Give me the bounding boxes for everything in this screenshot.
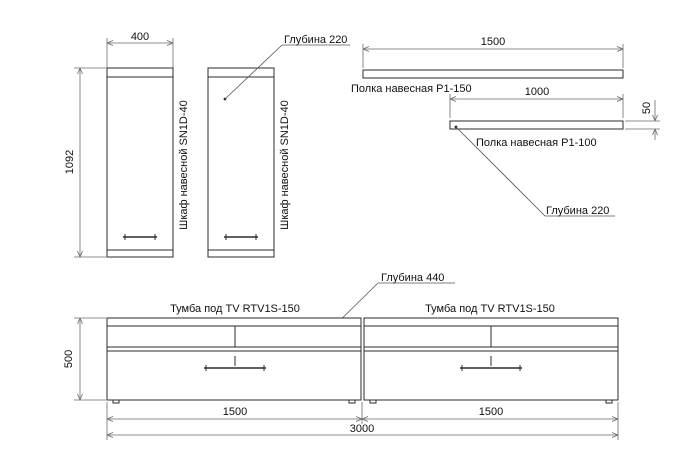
cabinet-depth-label: Глубина 220	[284, 34, 347, 46]
tv-depth-label: Глубина 440	[381, 272, 444, 284]
wall-cabinets: 400 1092 Шкаф навесной SN1D-40	[64, 31, 350, 258]
cabinet-left-label: Шкаф навесной SN1D-40	[178, 100, 190, 230]
tv-left-width-label: 1500	[223, 406, 247, 418]
shelf-depth-label: Глубина 220	[546, 205, 609, 217]
tv-height-label: 500	[63, 350, 75, 368]
tv-width-dimensions: 1500 1500 3000	[106, 402, 619, 440]
shelf-large-width-label: 1500	[481, 36, 505, 48]
shelf-thickness-label: 50	[641, 102, 653, 114]
tv-unit-right-handle	[460, 356, 522, 371]
cabinet-right-label: Шкаф навесной SN1D-40	[279, 100, 291, 230]
tv-right-width-label: 1500	[479, 406, 503, 418]
shelf-small-width-label: 1000	[525, 86, 549, 98]
tv-unit-right	[363, 317, 619, 404]
shelf-small-label: Полка навесная P1-100	[476, 137, 597, 149]
shelf-large-label: Полка навесная P1-150	[351, 83, 472, 95]
shelf-large: 1500 Полка навесная P1-150	[351, 36, 624, 95]
shelf-thickness-dimension: 50	[625, 100, 660, 140]
tv-unit-left-handle	[204, 356, 266, 371]
cabinet-right-handle	[224, 234, 258, 240]
cabinet-height-label: 1092	[64, 150, 76, 174]
cabinet-width-dimension: 400	[106, 31, 174, 72]
shelf-depth-callout: Глубина 220	[454, 125, 615, 217]
cabinet-left: Шкаф навесной SN1D-40	[106, 67, 190, 258]
tv-height-dimension: 500	[63, 317, 106, 401]
wall-shelves: 1500 Полка навесная P1-150 1000 Полка на…	[351, 36, 660, 217]
cabinet-right: Шкаф навесной SN1D-40	[207, 67, 291, 258]
tv-units: Глубина 440 Тумба под TV RTV1S-150 Тумба…	[63, 272, 619, 440]
shelf-small: 1000 Полка навесная P1-100	[449, 86, 624, 149]
tv-unit-left	[106, 317, 362, 404]
cabinet-height-dimension: 1092	[64, 67, 106, 258]
cabinet-width-label: 400	[131, 31, 149, 43]
tv-left-label: Тумба под TV RTV1S-150	[170, 303, 300, 315]
tv-right-label: Тумба под TV RTV1S-150	[425, 303, 555, 315]
cabinet-depth-callout: Глубина 220	[223, 34, 350, 101]
tv-total-width-label: 3000	[350, 423, 374, 435]
cabinet-left-handle	[123, 234, 157, 240]
